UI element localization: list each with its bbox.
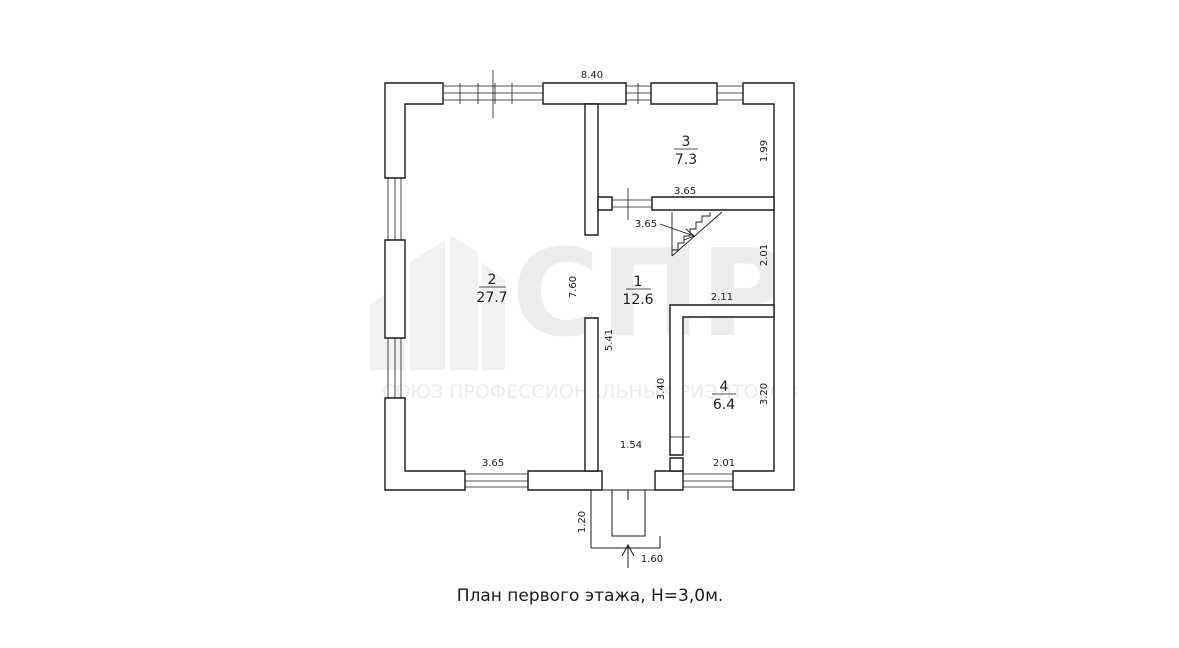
dim-overall-width: 8.40 xyxy=(581,70,603,81)
room-labels: 1 12.6 2 27.7 3 7.3 4 6.4 xyxy=(476,134,736,413)
door-marks xyxy=(612,188,690,438)
outer-wall-bottom-right xyxy=(654,470,684,491)
dim-room4-height-right: 3.20 xyxy=(759,383,770,405)
outer-wall-top-right xyxy=(732,82,795,491)
window-left-upper xyxy=(387,178,402,240)
dim-stair-width: 2.11 xyxy=(711,292,733,303)
wall-room3-bottom xyxy=(651,196,775,211)
outer-wall-left-bottom xyxy=(384,397,466,491)
dim-stair-height: 2.01 xyxy=(759,244,770,266)
watermark-building-icon xyxy=(370,235,505,370)
dim-vestibule-width: 1.54 xyxy=(620,440,642,451)
room-4-area: 6.4 xyxy=(713,397,735,413)
wall-room2-right-upper xyxy=(584,103,599,236)
window-bottom-right xyxy=(683,473,733,488)
room-3-number: 3 xyxy=(682,134,691,150)
dim-hall-width: 3.65 xyxy=(635,219,657,230)
dim-room2-width: 3.65 xyxy=(482,458,504,469)
dim-room3-width: 3.65 xyxy=(674,186,696,197)
room-1-area: 12.6 xyxy=(622,292,653,308)
outer-wall-top-right-a xyxy=(650,82,718,105)
wall-room2-right-lower xyxy=(584,317,599,472)
dim-porch-length: 1.20 xyxy=(577,511,588,533)
windows xyxy=(387,70,743,488)
window-top-mid xyxy=(626,83,651,104)
walls xyxy=(384,82,795,491)
room-2-area: 27.7 xyxy=(476,290,507,306)
room-2-number: 2 xyxy=(488,272,497,288)
wall-room3-bottom-left xyxy=(597,196,613,211)
dimension-labels: 8.40 7.60 3.65 1.99 3.65 3.65 2.01 2.11 … xyxy=(482,70,770,565)
room-4-number: 4 xyxy=(720,379,729,395)
plan-caption: План первого этажа, H=3,0м. xyxy=(457,586,724,606)
dim-room3-height: 1.99 xyxy=(759,140,770,162)
window-left-lower xyxy=(387,338,402,398)
room-label-2: 2 27.7 xyxy=(476,272,507,306)
staircase xyxy=(659,211,723,257)
room-label-4: 4 6.4 xyxy=(712,379,736,413)
dim-porch-width: 1.60 xyxy=(641,554,663,565)
outer-wall-bottom-mid xyxy=(527,470,603,491)
dim-corridor-height: 5.41 xyxy=(604,329,615,351)
window-bottom-left xyxy=(465,473,528,488)
wall-room4-top xyxy=(669,304,775,456)
outer-wall-top xyxy=(384,82,444,179)
room-label-1: 1 12.6 xyxy=(622,274,653,308)
window-top-right xyxy=(717,85,743,101)
dim-room2-height: 7.60 xyxy=(568,276,579,298)
outer-wall-left-mid xyxy=(384,239,406,339)
entrance-porch xyxy=(590,489,661,568)
dim-room4-height-left: 3.40 xyxy=(656,378,667,400)
wall-room4-bottom-stub xyxy=(669,457,684,472)
room-label-3: 3 7.3 xyxy=(674,134,698,168)
dim-room4-width: 2.01 xyxy=(713,458,735,469)
room-3-area: 7.3 xyxy=(675,152,697,168)
room-1-number: 1 xyxy=(634,274,643,290)
watermark-logo-text: СПР xyxy=(512,225,788,364)
window-top-left xyxy=(443,70,543,118)
outer-wall-top-mid xyxy=(542,82,627,105)
